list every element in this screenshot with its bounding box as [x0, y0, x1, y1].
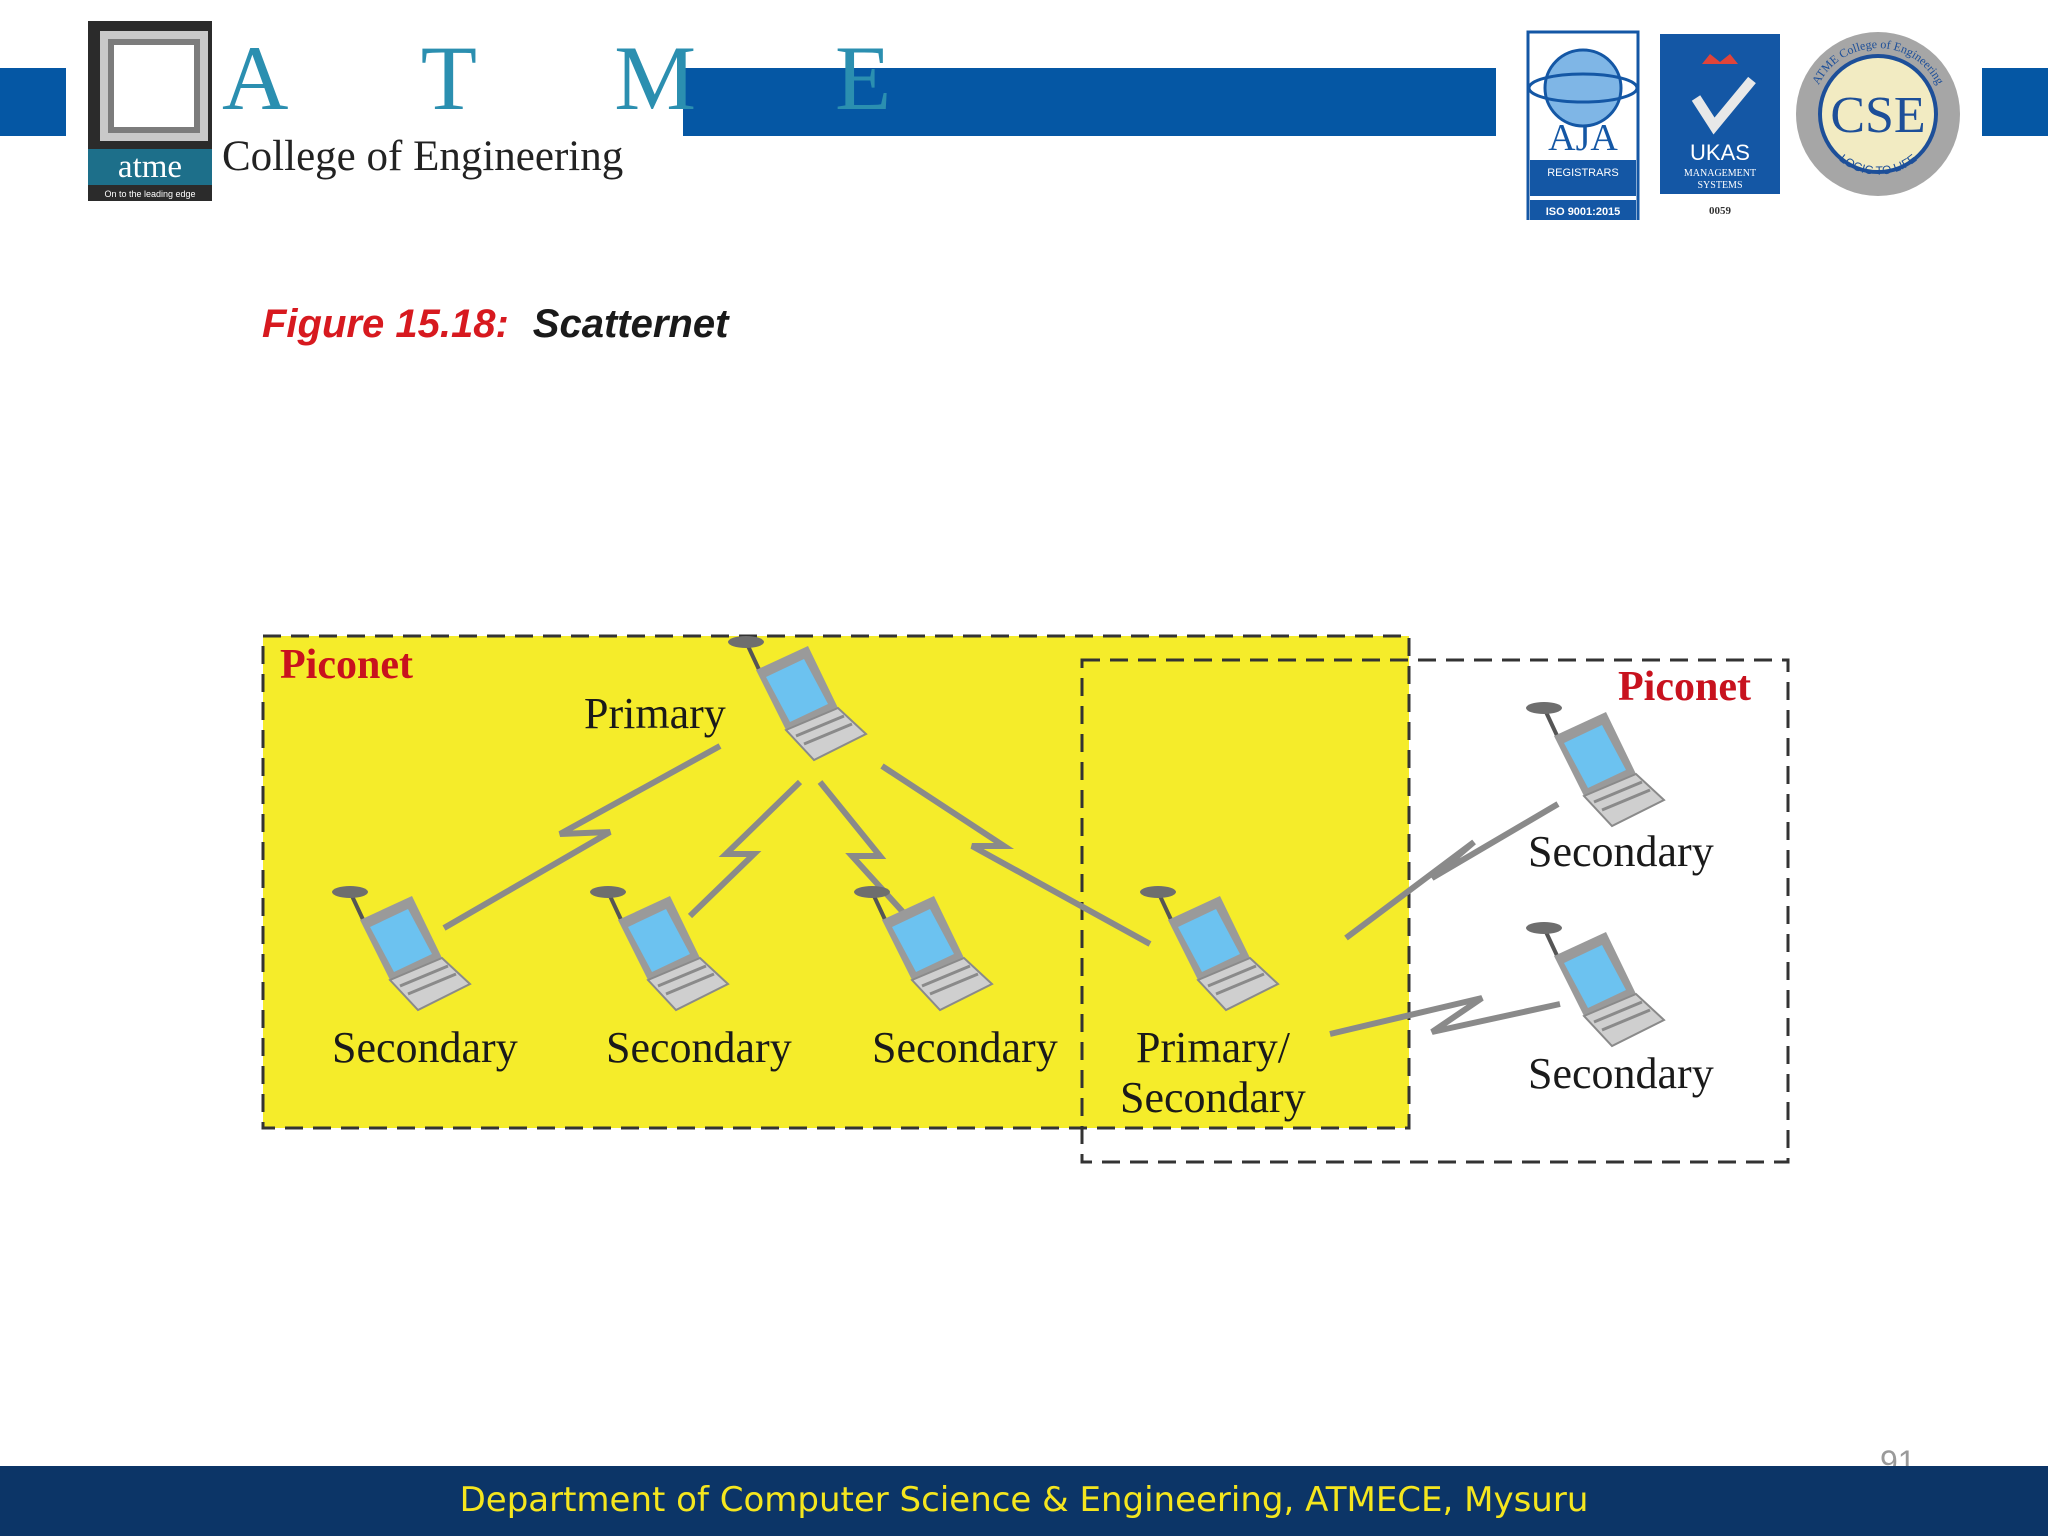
- figure-title: Scatternet: [532, 302, 729, 346]
- cse-text: CSE: [1830, 87, 1925, 144]
- header-band-left: [0, 68, 66, 136]
- aja-iso: ISO 9001:2015: [1546, 206, 1621, 218]
- aja-badge-icon: AJA REGISTRARS ISO 9001:2015: [1526, 30, 1640, 220]
- logo-tagline: On to the leading edge: [104, 189, 196, 199]
- aja-sub: REGISTRARS: [1547, 167, 1619, 179]
- piconet-right-box: [1080, 658, 1790, 1164]
- figure-number: Figure 15.18:: [262, 302, 509, 346]
- piconet-right-label: Piconet: [1618, 664, 1751, 710]
- figure-caption: Figure 15.18: Scatternet: [262, 302, 728, 347]
- accreditation-badges: AJA REGISTRARS ISO 9001:2015 UKAS MANAGE…: [1526, 30, 1960, 220]
- header-band-right: [1982, 68, 2048, 136]
- aja-text: AJA: [1548, 117, 1618, 159]
- link-primary-bridge: [880, 763, 1152, 947]
- secondary-label-2: Secondary: [606, 1023, 792, 1072]
- brand-letters: A T M E: [222, 27, 950, 129]
- logo-url: www.atme.in: [127, 205, 173, 214]
- logo-frame-icon: [100, 31, 208, 141]
- primary-label: Primary: [584, 689, 726, 738]
- bridge-label-line2: Secondary: [1120, 1073, 1306, 1122]
- ukas-number: 0059: [1709, 205, 1732, 217]
- link-primary-secondary-2: [687, 779, 803, 919]
- secondary-label-1: Secondary: [332, 1023, 518, 1072]
- piconet-left-label: Piconet: [280, 642, 413, 688]
- right-secondary-bottom-label: Secondary: [1528, 1049, 1714, 1098]
- ukas-sub2: SYSTEMS: [1697, 180, 1742, 191]
- ukas-badge-icon: UKAS MANAGEMENT SYSTEMS 0059: [1660, 34, 1780, 217]
- footer-text: Department of Computer Science & Enginee…: [459, 1480, 1589, 1520]
- bridge-label-line1: Primary/: [1136, 1023, 1291, 1072]
- link-primary-secondary-1: [442, 743, 722, 931]
- ukas-sub1: MANAGEMENT: [1684, 168, 1756, 179]
- footer-bar: Department of Computer Science & Enginee…: [0, 1466, 2048, 1536]
- atme-logo: atme On to the leading edge www.atme.in: [88, 21, 212, 214]
- header-band-middle: [683, 68, 1496, 136]
- link-bridge-secondary-top: [1344, 801, 1560, 941]
- right-secondary-bottom-laptop-icon: [1524, 920, 1666, 1048]
- cse-seal-icon: CSE ATME College of Engineering LOGIC TO…: [1796, 32, 1960, 196]
- right-secondary-top-label: Secondary: [1528, 827, 1714, 876]
- secondary-label-3: Secondary: [872, 1023, 1058, 1072]
- college-name: College of Engineering: [222, 133, 624, 180]
- ukas-text: UKAS: [1690, 140, 1750, 165]
- logo-word: atme: [88, 149, 212, 185]
- link-bridge-secondary-bottom: [1329, 995, 1561, 1037]
